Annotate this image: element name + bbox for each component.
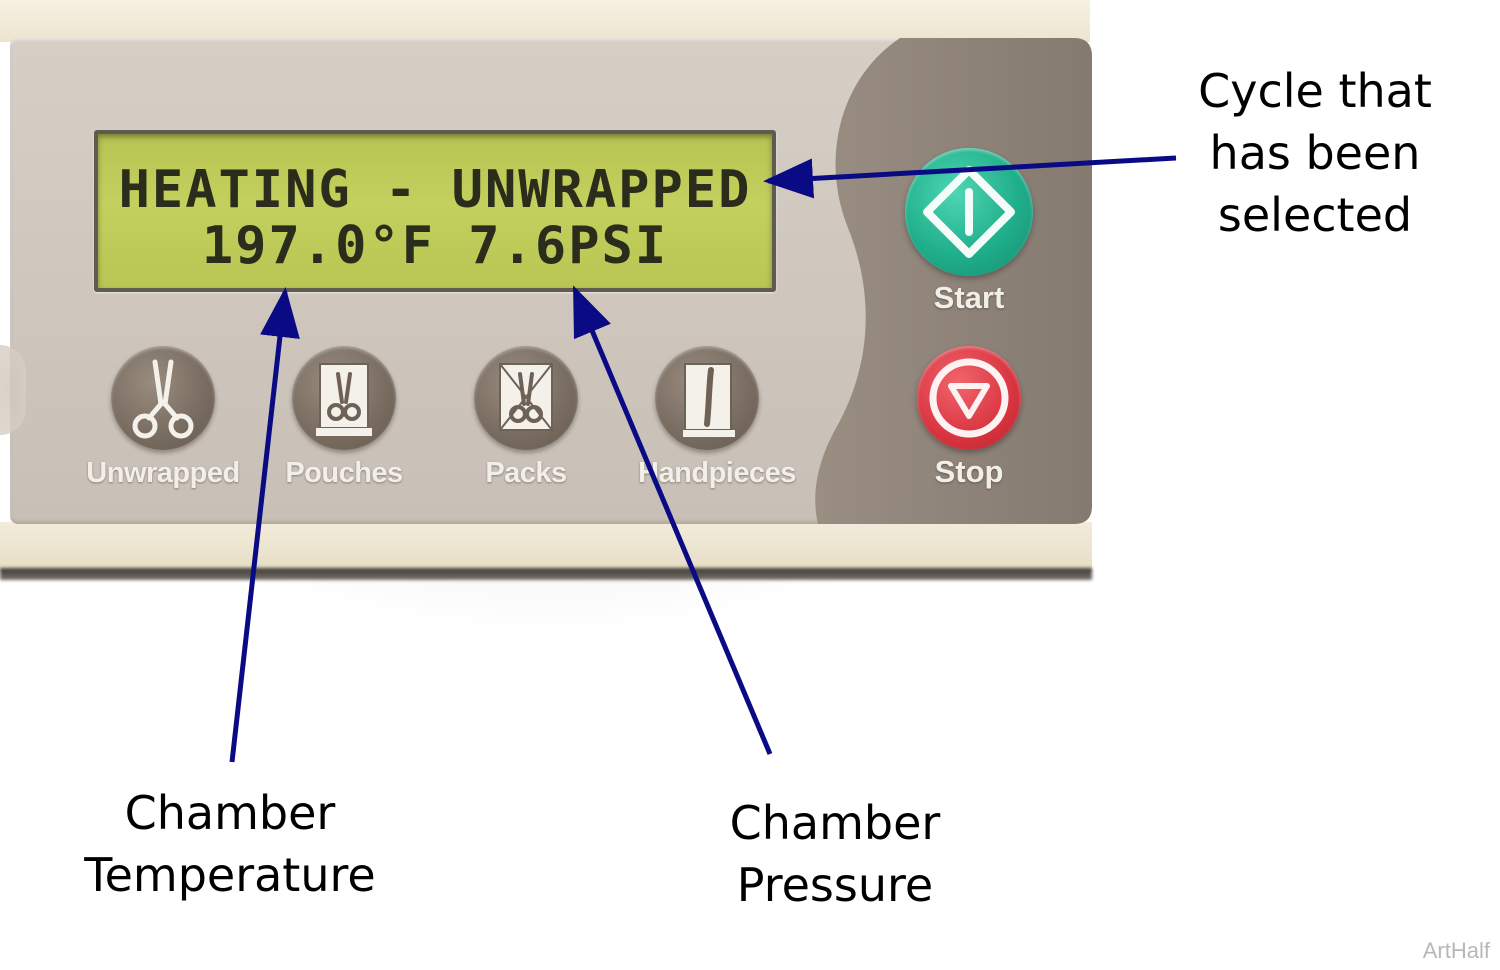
lcd-status-line: HEATING - UNWRAPPED [118, 160, 752, 220]
lcd-readout-line: 197.0°F 7.6PSI [201, 216, 669, 276]
unwrapped-label: Unwrapped [86, 457, 240, 489]
scissors-icon [132, 359, 194, 439]
stop-label: Stop [934, 454, 1004, 489]
handpieces-cycle-button[interactable] [655, 346, 759, 450]
packs-label: Packs [485, 457, 567, 489]
packs-cycle-button[interactable] [474, 346, 578, 450]
pack-icon [499, 363, 553, 431]
watermark: ArtHalf [1422, 938, 1490, 963]
start-label: Start [933, 280, 1005, 315]
stop-button[interactable] [917, 346, 1021, 450]
cycle-arrow [763, 155, 1177, 199]
handpiece-icon [683, 363, 735, 437]
chamber-temperature-callout: Chamber Temperature [84, 786, 376, 902]
temperature-arrow [229, 287, 300, 763]
start-diamond-icon [923, 166, 1015, 258]
control-panel-right-section [815, 38, 1092, 524]
pressure-arrow [572, 285, 773, 755]
stop-triangle-icon [929, 358, 1009, 438]
cycle-selected-callout: Cycle that has been selected [1198, 64, 1432, 242]
pouch-icon [316, 363, 372, 436]
unwrapped-cycle-button[interactable] [111, 346, 215, 450]
pouches-label: Pouches [285, 457, 403, 489]
panel-side-knob [0, 345, 26, 435]
pouches-cycle-button[interactable] [292, 346, 396, 450]
panel-top-trim [0, 0, 1090, 42]
panel-bottom-trim [0, 522, 1092, 572]
lcd-display [98, 134, 772, 288]
panel-bottom-edge [0, 568, 1092, 580]
handpieces-label: Handpieces [638, 457, 796, 489]
chamber-pressure-callout: Chamber Pressure [729, 796, 941, 912]
